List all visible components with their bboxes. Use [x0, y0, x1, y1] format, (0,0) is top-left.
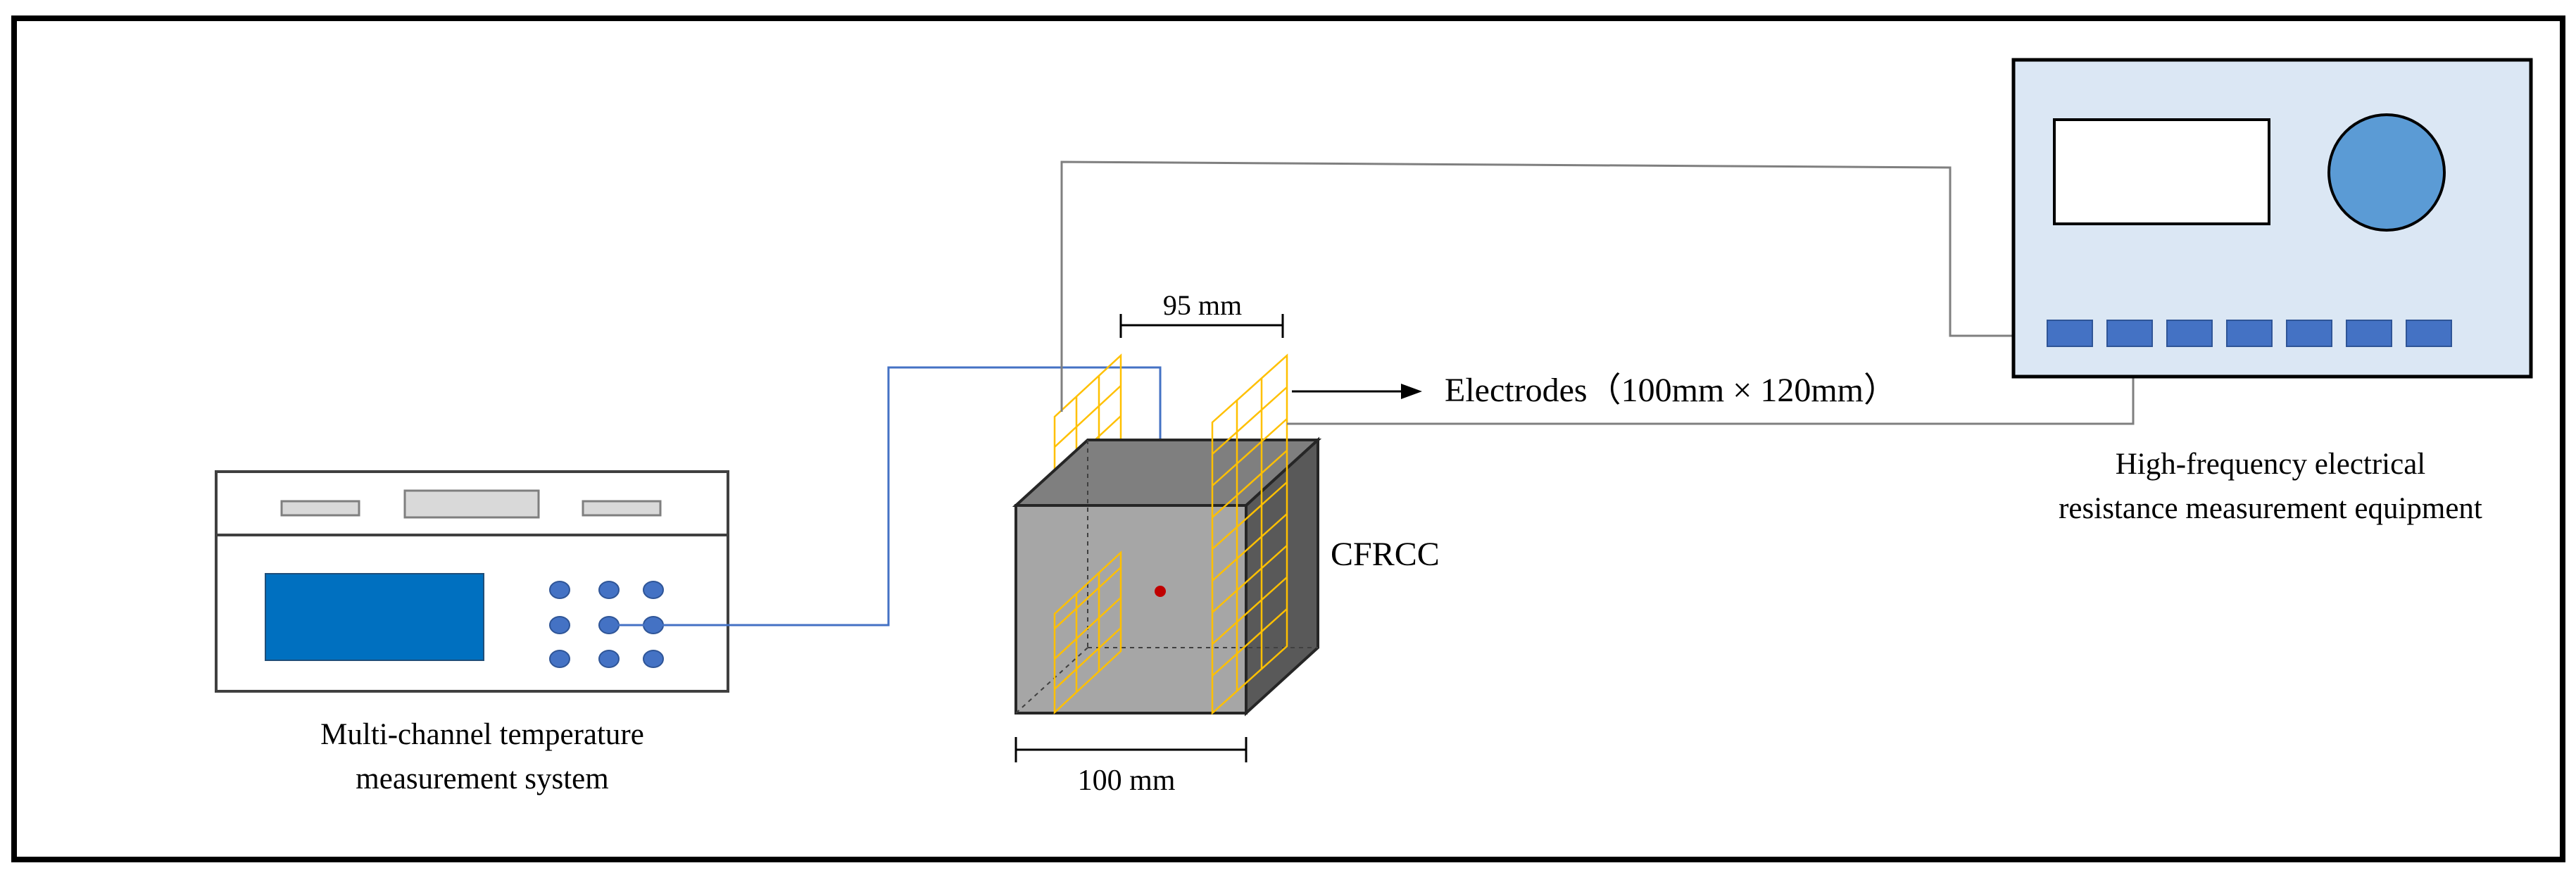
temperature-sensor-point [1155, 586, 1166, 597]
specimen-label: CFRCC [1331, 536, 1440, 573]
channel-button [549, 616, 570, 634]
channel-button [549, 650, 570, 668]
meter-knob [2327, 113, 2446, 232]
terminal-button [2047, 320, 2093, 347]
cfrcc-specimen [1012, 436, 1322, 717]
slot-center [403, 489, 540, 519]
right-electrode [1211, 353, 1288, 715]
channel-button [598, 650, 620, 668]
terminal-button [2286, 320, 2332, 347]
electrodes-label: Electrodes（100mm × 120mm） [1445, 372, 1897, 409]
meter-terminal-buttons [2047, 320, 2452, 347]
slot-right [582, 500, 662, 517]
channel-buttons [549, 581, 664, 668]
signal-wire-left-electrode [1060, 160, 2047, 412]
terminal-button [2406, 320, 2452, 347]
dimension-100mm [1014, 737, 1248, 762]
cube-hidden-edges [1015, 440, 1318, 714]
dimension-label-width: 100 mm [1078, 764, 1176, 797]
channel-button [643, 581, 664, 599]
temp-caption-line1: Multi-channel temperature [320, 718, 644, 751]
channel-button [643, 650, 664, 668]
temp-caption-line2: measurement system [356, 762, 608, 795]
terminal-button [2106, 320, 2153, 347]
resist-caption-line2: resistance measurement equipment [2059, 492, 2482, 525]
channel-button [598, 581, 620, 599]
meter-display [2053, 118, 2270, 225]
logger-screen [265, 573, 484, 661]
dimension-95mm [1119, 314, 1284, 338]
slot-left [280, 500, 360, 517]
channel-button [549, 581, 570, 599]
terminal-button [2166, 320, 2213, 347]
terminal-button [2226, 320, 2273, 347]
temperature-measurement-system: Multi-channel temperature measurement sy… [215, 470, 729, 795]
terminal-button [2346, 320, 2392, 347]
left-electrode-front [1053, 550, 1122, 715]
resist-caption-line1: High-frequency electrical [2116, 448, 2426, 481]
electrodes-arrow-head [1401, 384, 1422, 399]
resistance-measurement-equipment: High-frequency electrical resistance mea… [2011, 58, 2533, 525]
dimension-label-spacing: 95 mm [1163, 289, 1242, 321]
